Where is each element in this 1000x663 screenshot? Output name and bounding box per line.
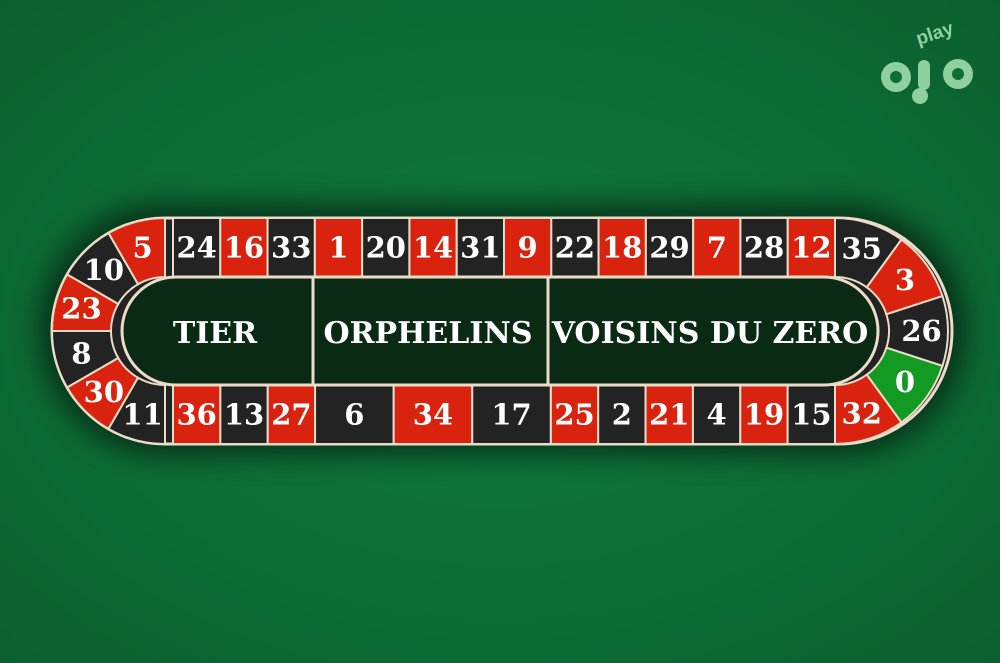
number-label-36: 36 [176, 398, 216, 432]
number-label-26: 26 [901, 314, 941, 348]
number-label-1: 1 [328, 231, 348, 265]
number-label-5: 5 [133, 230, 153, 264]
number-cell-17[interactable] [471, 384, 552, 445]
section-tier[interactable]: TIER [173, 316, 258, 351]
number-cell-23[interactable] [50, 273, 120, 332]
number-label-10: 10 [84, 253, 124, 287]
number-label-33: 33 [271, 231, 311, 265]
number-label-13: 13 [224, 398, 264, 432]
number-label-18: 18 [602, 231, 642, 265]
number-label-29: 29 [649, 231, 689, 265]
number-cell-28[interactable] [739, 217, 789, 278]
number-cell-1[interactable] [313, 217, 364, 278]
number-label-28: 28 [744, 231, 784, 265]
number-label-7: 7 [707, 231, 727, 265]
number-label-12: 12 [791, 231, 831, 265]
number-cell-2[interactable] [597, 384, 647, 445]
number-label-31: 31 [460, 231, 500, 265]
number-label-34: 34 [413, 398, 453, 432]
number-label-24: 24 [176, 231, 216, 265]
number-label-0: 0 [895, 365, 915, 399]
number-label-22: 22 [555, 231, 595, 265]
number-cell-32[interactable] [834, 373, 903, 446]
number-label-27: 27 [271, 398, 311, 432]
number-label-35: 35 [842, 232, 882, 266]
section-orphelins[interactable]: ORPHELINS [323, 316, 532, 351]
number-label-2: 2 [612, 398, 632, 432]
number-label-32: 32 [842, 396, 882, 430]
number-cell-19[interactable] [739, 384, 789, 445]
number-label-8: 8 [71, 336, 91, 370]
number-label-9: 9 [518, 231, 538, 265]
playojo-logo: play [881, 22, 973, 104]
number-label-14: 14 [413, 231, 453, 265]
number-cell-10[interactable] [65, 231, 140, 306]
number-label-6: 6 [344, 398, 364, 432]
number-label-16: 16 [224, 231, 264, 265]
number-cell-18[interactable] [597, 217, 647, 278]
number-cell-36[interactable] [172, 384, 222, 445]
number-label-4: 4 [707, 398, 727, 432]
number-label-15: 15 [791, 398, 831, 432]
number-label-20: 20 [366, 231, 406, 265]
number-cell-8[interactable] [50, 330, 120, 389]
number-label-30: 30 [84, 375, 124, 409]
number-cell-25[interactable] [549, 384, 600, 445]
number-label-23: 23 [61, 292, 101, 326]
number-label-11: 11 [122, 398, 162, 432]
number-cell-5[interactable] [107, 216, 166, 286]
inner-field [120, 275, 880, 387]
number-cell-16[interactable] [219, 217, 269, 278]
number-cell-11[interactable] [107, 376, 166, 446]
number-label-3: 3 [895, 263, 915, 297]
number-cell-30[interactable] [65, 356, 140, 431]
number-label-17: 17 [491, 398, 531, 432]
number-cell-21[interactable] [644, 384, 694, 445]
number-label-19: 19 [744, 398, 784, 432]
number-label-21: 21 [649, 398, 689, 432]
number-cell-20[interactable] [361, 217, 411, 278]
number-cell-13[interactable] [219, 384, 269, 445]
section-voisins-du-zero[interactable]: VOISINS DU ZERO [551, 316, 869, 351]
number-label-25: 25 [554, 398, 594, 432]
